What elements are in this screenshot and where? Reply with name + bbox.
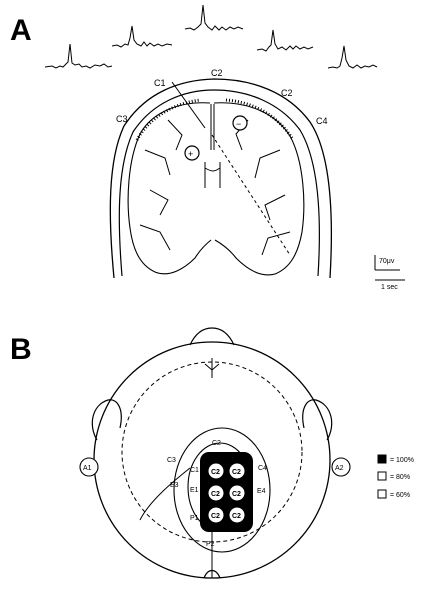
label-e4: E4 — [257, 488, 266, 495]
grid-label-1: C2 — [211, 469, 220, 476]
eeg-trace-3 — [185, 5, 243, 30]
ventricles — [205, 162, 220, 188]
grid-label-3: C2 — [211, 491, 220, 498]
legend-label-100: = 100% — [390, 457, 414, 464]
label-p2: P2 — [206, 541, 215, 548]
electrode-c4-label: C4 — [316, 116, 328, 126]
legend-label-60: = 60% — [390, 492, 410, 499]
eeg-traces — [45, 5, 377, 68]
eeg-trace-5 — [328, 46, 377, 68]
label-e1: E1 — [190, 487, 199, 494]
plus-symbol: + — [188, 149, 193, 159]
label-c2: C2 — [212, 440, 221, 447]
ear-a2-label: A2 — [335, 465, 344, 472]
legend-label-80: = 80% — [390, 474, 410, 481]
grid-label-6: C2 — [232, 513, 241, 520]
coronal-head — [110, 79, 331, 278]
nasion-marker — [205, 358, 219, 378]
label-c1: C1 — [190, 467, 199, 474]
electrode-c2b-label: C2 — [281, 88, 293, 98]
legend-swatch-100 — [378, 455, 386, 463]
grid-label-5: C2 — [211, 513, 220, 520]
scale-bar: 70μv 1 sec — [375, 255, 405, 291]
label-e3: E3 — [170, 482, 179, 489]
electrode-labels-a: C1 C2 C2 C3 C4 — [116, 68, 328, 126]
legend-swatch-60 — [378, 490, 386, 498]
eeg-trace-1 — [45, 44, 112, 68]
time-scale-label: 1 sec — [381, 284, 398, 291]
dipole-line — [212, 135, 290, 255]
left-sulci — [140, 150, 170, 250]
eeg-trace-2 — [112, 26, 172, 47]
label-p1: P1 — [190, 515, 199, 522]
legend-swatch-80 — [378, 472, 386, 480]
grid-label-2: C2 — [232, 469, 241, 476]
minus-symbol: − — [236, 119, 241, 129]
grid-label-4: C2 — [232, 491, 241, 498]
eeg-trace-4 — [257, 30, 313, 51]
electrode-c3-label: C3 — [116, 114, 128, 124]
right-sulci — [255, 150, 290, 255]
midline-fissure — [211, 104, 214, 150]
label-c4: C4 — [258, 465, 267, 472]
ear-a1-label: A1 — [83, 465, 92, 472]
electrode-line — [172, 82, 205, 128]
contour-extension — [140, 468, 190, 520]
brain-outline-right — [214, 103, 304, 275]
brain-outline-left — [128, 103, 211, 274]
electrode-c2-label: C2 — [211, 68, 223, 78]
electrode-c1-label: C1 — [154, 78, 166, 88]
amplitude-scale-label: 70μv — [379, 258, 395, 265]
legend: = 100% = 80% = 60% — [378, 455, 414, 499]
label-c3: C3 — [167, 457, 176, 464]
electrode-grid: C2 C2 C2 C2 C2 C2 — [200, 452, 253, 532]
skull-outline — [119, 90, 319, 276]
